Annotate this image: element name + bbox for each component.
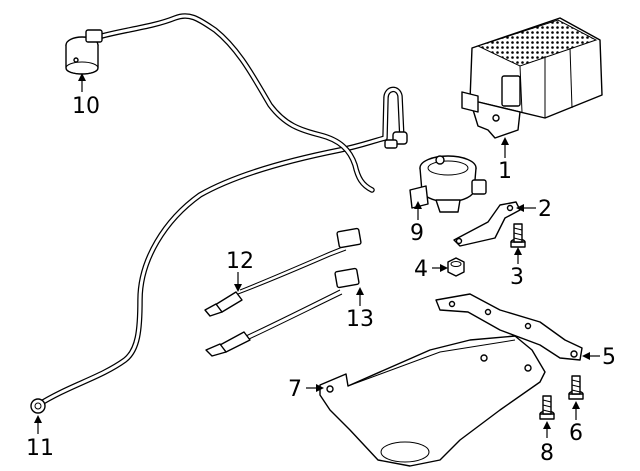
leader-lines — [34, 73, 600, 438]
part-8-bolt — [539, 395, 555, 420]
callout-12: 12 — [226, 249, 254, 274]
callout-9: 9 — [410, 221, 424, 246]
vapor-hose-long — [35, 86, 405, 408]
part-6-bolt — [568, 375, 584, 400]
callout-2: 2 — [538, 197, 552, 222]
callout-13: 13 — [346, 307, 374, 332]
part-5-bracket — [435, 293, 583, 361]
part-13-sensor — [205, 267, 360, 357]
callout-6: 6 — [569, 421, 583, 446]
callout-8: 8 — [540, 441, 554, 466]
callout-5: 5 — [602, 345, 616, 370]
callout-4: 4 — [414, 257, 428, 282]
part-3-bolt — [510, 223, 526, 248]
part-1-canister — [461, 17, 603, 139]
part-2-bracket — [453, 201, 521, 247]
vapor-hose-upper — [92, 13, 375, 193]
hose-end-fitting — [384, 131, 408, 149]
part-11-fitting — [30, 398, 46, 414]
part-9-pump — [409, 155, 487, 213]
part-4-nut — [447, 257, 465, 277]
callout-3: 3 — [510, 265, 524, 290]
part-12-sensor — [204, 227, 362, 317]
callout-11: 11 — [26, 436, 54, 461]
callout-10: 10 — [72, 94, 100, 119]
part-10-solenoid — [65, 29, 103, 75]
callout-7: 7 — [288, 377, 302, 402]
part-7-shield — [319, 335, 546, 467]
callout-labels: 10 1 2 9 3 4 12 13 5 7 6 8 11 — [26, 94, 616, 466]
callout-1: 1 — [498, 159, 512, 184]
